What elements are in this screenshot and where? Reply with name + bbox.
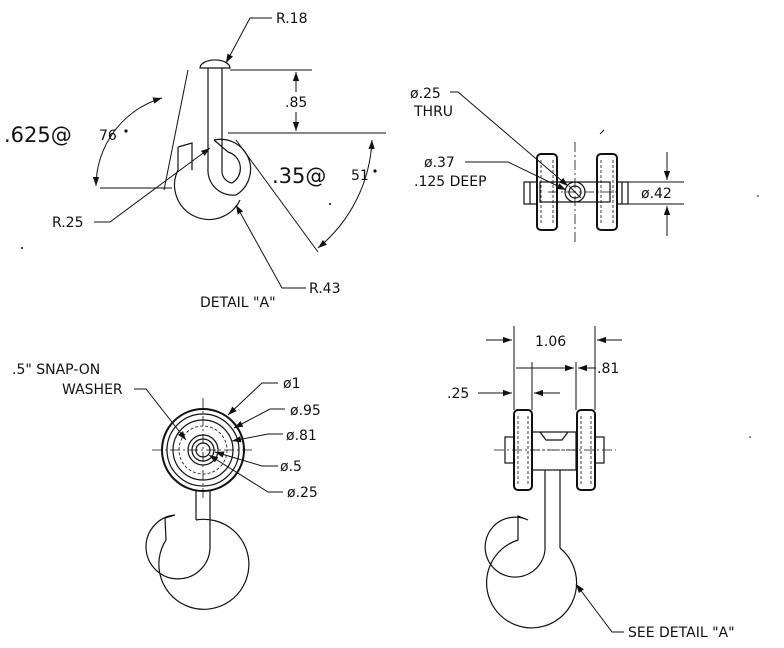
dim-height: .85 bbox=[285, 95, 307, 111]
label-washer-line1: .5" SNAP-ON bbox=[12, 362, 100, 378]
hook-front bbox=[145, 490, 250, 610]
hook-side bbox=[484, 515, 578, 629]
label-inner-radius: R.25 bbox=[52, 215, 84, 231]
dim-overall-width: 1.06 bbox=[535, 334, 566, 350]
label-dia3: ø.81 bbox=[286, 428, 317, 444]
label-right-angle: .35@ bbox=[272, 164, 326, 188]
hook-top-dome bbox=[199, 59, 231, 69]
label-dia1: ø1 bbox=[283, 376, 300, 392]
detail-a-view: .85 R.18 .625@ 76 .35@ 51 R.25 R.43 DETA… bbox=[4, 11, 386, 311]
hook-outline bbox=[207, 68, 252, 196]
label-outer-dia: ø.42 bbox=[641, 186, 672, 202]
label-dia5: ø.25 bbox=[287, 485, 318, 501]
label-right-angle-deg: 51 bbox=[351, 168, 369, 184]
bottom-left-view: .5" SNAP-ON WASHER ø1 ø.95 ø.81 ø.5 ø.25 bbox=[12, 362, 321, 610]
dim-inner-width: .81 bbox=[597, 361, 619, 377]
top-right-view: ø.25 THRU ø.37 .125 DEEP ø.42 bbox=[410, 86, 684, 244]
label-left-angle-deg: 76 bbox=[99, 128, 117, 144]
detail-a-caption: DETAIL "A" bbox=[200, 295, 276, 311]
label-counterbore-depth: .125 DEEP bbox=[414, 174, 487, 190]
bottom-right-view: 1.06 .81 .25 SEE DETAIL "A" bbox=[447, 326, 735, 641]
label-counterbore: ø.37 bbox=[424, 155, 455, 171]
callout-see-detail: SEE DETAIL "A" bbox=[628, 625, 735, 641]
label-thru-word: THRU bbox=[413, 104, 453, 120]
label-dia4: ø.5 bbox=[280, 459, 302, 475]
hook-tip bbox=[173, 142, 241, 221]
label-left-angle: .625@ bbox=[4, 123, 72, 147]
dim-wheel-width: .25 bbox=[447, 386, 469, 402]
label-dia2: ø.95 bbox=[290, 403, 321, 419]
label-outer-radius: R.43 bbox=[309, 281, 341, 297]
label-washer-line2: WASHER bbox=[62, 382, 123, 398]
label-thru-hole: ø.25 bbox=[410, 86, 441, 102]
label-top-radius: R.18 bbox=[276, 11, 308, 27]
